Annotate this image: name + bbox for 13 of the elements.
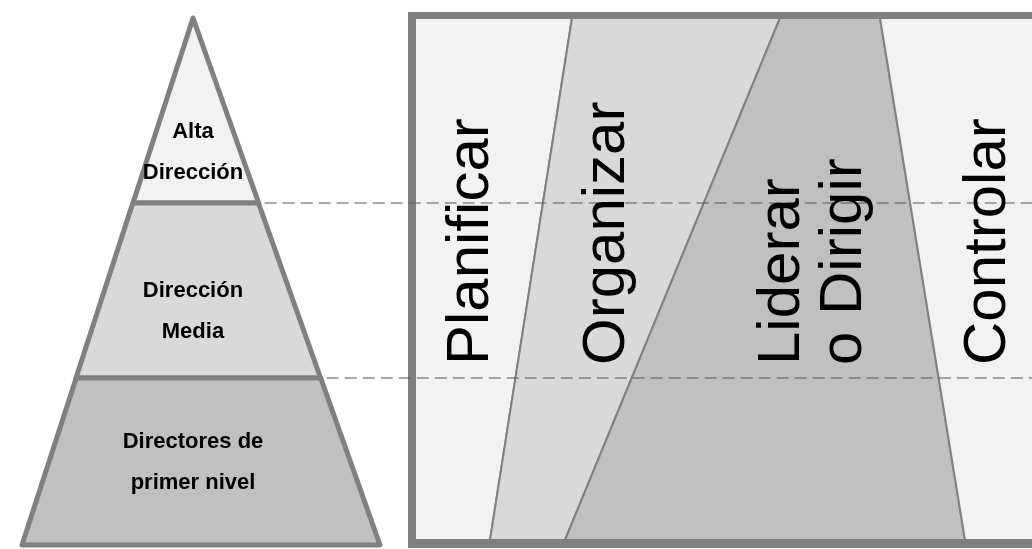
function-label: Liderar o Dirigir: [748, 157, 872, 365]
function-label: Planificar: [437, 117, 499, 365]
function-label: Organizar: [573, 100, 635, 365]
pyramid-level: [22, 378, 380, 545]
level-label: Dirección Media: [141, 276, 245, 345]
functions-panel: [408, 12, 1032, 548]
level-label: Directores de primer nivel: [121, 427, 265, 496]
function-label: Controlar: [954, 117, 1016, 365]
function-region: [880, 18, 1032, 540]
pyramid-level: [132, 18, 259, 203]
level-label: Alta Dirección: [141, 117, 245, 186]
function-region: [415, 18, 572, 540]
pyramid-level: [76, 203, 321, 378]
